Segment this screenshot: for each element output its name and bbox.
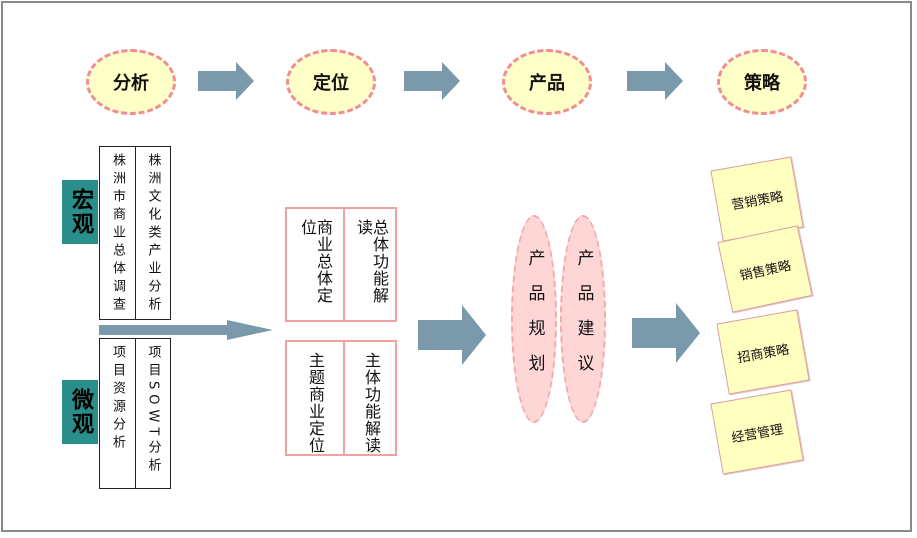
positioning-text: 总体功能解读 <box>354 219 389 304</box>
positioning-cell: 主体功能解读 <box>343 342 397 454</box>
product-text: 产品规划 <box>524 249 545 389</box>
macro-item-text: 株洲文化类产业分析 <box>145 153 161 315</box>
step-positioning: 定位 <box>286 49 376 115</box>
positioning-cell: 主题商业定位 <box>287 342 343 454</box>
flow-arrow-3 <box>627 62 683 100</box>
macro-item-culture-industry: 株洲文化类产业分析 <box>135 146 171 320</box>
flow-arrow-2 <box>404 62 460 100</box>
step-product: 产品 <box>502 49 592 115</box>
micro-item-sowt: 项目SOWT分析 <box>135 338 171 489</box>
micro-item-text: 项目资源分析 <box>110 345 125 453</box>
product-text: 产品建议 <box>573 249 594 389</box>
positioning-text: 主体功能解读 <box>362 352 381 454</box>
positioning-box-theme: 主题商业定位 主体功能解读 <box>285 340 397 456</box>
positioning-cell: 总体功能解读 <box>343 209 397 320</box>
product-planning-oval: 产品规划 <box>511 215 557 423</box>
flow-arrow-1 <box>198 62 254 100</box>
analysis-to-positioning-arrow <box>99 320 273 340</box>
macro-label: 宏观 <box>62 180 98 244</box>
micro-item-text: 项目SOWT分析 <box>145 345 161 477</box>
macro-item-text: 株洲市商业总体调查 <box>110 153 125 315</box>
positioning-to-product-arrow <box>418 305 486 365</box>
strategy-card-leasing: 招商策略 <box>716 309 810 395</box>
positioning-text: 商业总体定位 <box>298 219 333 304</box>
product-suggestion-oval: 产品建议 <box>560 215 606 423</box>
positioning-box-overall: 商业总体定位 总体功能解读 <box>285 207 397 322</box>
macro-item-city-survey: 株洲市商业总体调查 <box>99 146 136 320</box>
step-strategy: 策略 <box>717 49 807 115</box>
positioning-text: 主题商业定位 <box>306 352 325 454</box>
micro-label: 微观 <box>62 380 98 444</box>
positioning-cell: 商业总体定位 <box>287 209 343 320</box>
product-to-strategy-arrow <box>632 303 700 363</box>
step-analysis: 分析 <box>86 49 176 115</box>
micro-item-resources: 项目资源分析 <box>99 338 136 489</box>
strategy-card-operations: 经营管理 <box>710 389 804 475</box>
